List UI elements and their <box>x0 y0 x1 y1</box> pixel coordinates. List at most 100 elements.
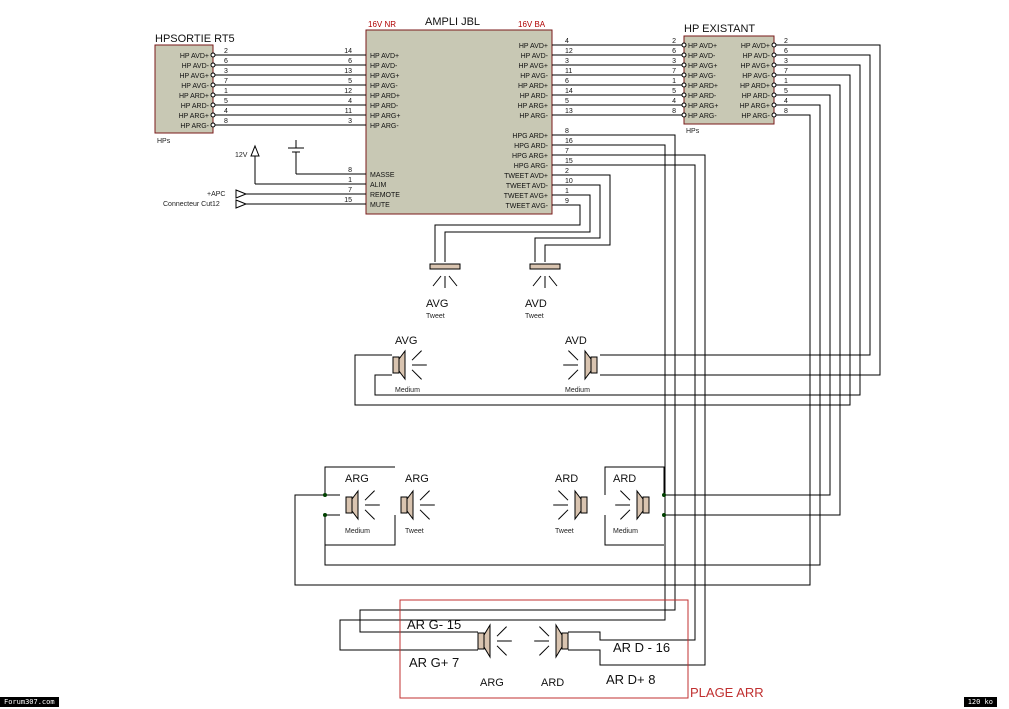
ampli-ba-label: 16V BA <box>518 20 546 29</box>
existant-left-pin-label: HP ARD+ <box>688 83 718 90</box>
existant-right-pin-dot <box>771 72 777 78</box>
existant-left-pin-label: HP ARD- <box>688 93 717 100</box>
existant-right-pin-num: 7 <box>784 68 788 75</box>
rt5-pin-label: HP AVG- <box>181 83 209 90</box>
existant-right-pin-label: HP AVD- <box>743 53 771 60</box>
speaker-tw_ard-kind: Tweet <box>555 528 574 535</box>
junction-dot <box>662 493 666 497</box>
ampli-right2-pin-num: 15 <box>565 158 573 165</box>
rt5-pin-dot <box>210 62 216 68</box>
existant-right-pin-num: 8 <box>784 108 788 115</box>
ampli-right2-pin-label: HPG ARG- <box>514 163 549 170</box>
plage-ard-name: ARD <box>541 677 564 689</box>
ampli-left-pin-num: 13 <box>344 68 352 75</box>
existant-right-pin-label: HP ARD- <box>742 93 771 100</box>
ampli-right-pin-num: 14 <box>565 88 573 95</box>
speaker-med_arg-name: ARG <box>345 473 369 485</box>
ampli-right2-pin-label: HPG ARG+ <box>512 153 548 160</box>
ampli-left-pin-num: 11 <box>345 108 352 115</box>
ampli-right2-pin-label: HPG ARD+ <box>512 133 548 140</box>
existant-right-pin-dot <box>771 82 777 88</box>
ampli-right-pin-label: HP ARG- <box>519 113 548 120</box>
existant-left-pin-dot <box>681 52 687 58</box>
ampli-right-pin-label: HP ARG+ <box>518 103 548 110</box>
rt5-pin-num: 1 <box>224 88 228 95</box>
rt5-pin-label: HP ARD- <box>181 103 210 110</box>
existant-right-pin-dot <box>771 112 777 118</box>
rt5-pin-dot <box>210 72 216 78</box>
ampli-title: AMPLI JBL <box>425 16 480 28</box>
rt5-pin-dot <box>210 82 216 88</box>
existant-title: HP EXISTANT <box>684 23 755 35</box>
existant-left-pin-num: 6 <box>672 48 676 55</box>
power-12v-label: 12V <box>235 152 248 159</box>
existant-left-pin-num: 2 <box>672 38 676 45</box>
rt5-pin-label: HP AVD+ <box>180 53 209 60</box>
rt5-title: HPSORTIE RT5 <box>155 33 235 45</box>
footer-size: 120 ko <box>963 697 997 707</box>
ampli-right2-pin-num: 7 <box>565 148 569 155</box>
speaker-tw_arg-name: ARG <box>405 473 429 485</box>
rt5-pin-num: 3 <box>224 68 228 75</box>
rt5-pin-label: HP ARD+ <box>179 93 209 100</box>
existant-right-pin-num: 1 <box>784 78 788 85</box>
plage-ard-minus: AR D - 16 <box>613 640 670 655</box>
rt5-pin-dot <box>210 52 216 58</box>
ampli-right2-pin-label: TWEET AVG+ <box>504 193 548 200</box>
rt5-pin-label: HP AVD- <box>182 63 210 70</box>
existant-left-pin-num: 3 <box>672 58 676 65</box>
junction-dot <box>323 493 327 497</box>
ampli-left-pin-num: 6 <box>348 58 352 65</box>
ground-symbol <box>288 140 366 175</box>
ampli-left-pin-label: HP ARD+ <box>370 93 400 100</box>
rt5-pin-num: 2 <box>224 48 228 55</box>
junction-dot <box>323 513 327 517</box>
ampli-right-pin-num: 11 <box>565 68 572 75</box>
connector-label: Connecteur Cut12 <box>163 201 220 208</box>
speakers: AVGTweetAVDTweetAVGMediumAVDMediumARGMed… <box>323 263 666 659</box>
existant-right-pin-dot <box>771 102 777 108</box>
ampli-right-pin-label: HP AVD- <box>521 53 549 60</box>
existant-left-pin-dot <box>681 82 687 88</box>
existant-left-pin-num: 1 <box>672 78 676 85</box>
existant-left-pin-dot <box>681 62 687 68</box>
plage-arg-minus: AR G- 15 <box>407 617 461 632</box>
existant-right-pin-num: 5 <box>784 88 788 95</box>
existant-left-pin-num: 7 <box>672 68 676 75</box>
ampli-left-pin-label: HP AVD- <box>370 63 398 70</box>
speaker-med_arg-kind: Medium <box>345 528 370 535</box>
ampli-left-pin-num: 12 <box>344 88 352 95</box>
existant-right-pin-num: 4 <box>784 98 788 105</box>
existant-left-pin-label: HP AVG+ <box>688 63 718 70</box>
speaker-tweet_avd-kind: Tweet <box>525 313 544 320</box>
wires <box>215 44 881 666</box>
ampli-ctrl-pin-label: REMOTE <box>370 192 400 199</box>
apc-connector: +APC Connecteur Cut12 <box>163 189 366 209</box>
rt5-connector <box>154 44 214 134</box>
ampli-ctrl-pin-label: ALIM <box>370 182 387 189</box>
speaker-med_avd-kind: Medium <box>565 387 590 394</box>
rt5-sub: HPs <box>157 138 171 145</box>
ampli-left-pin-num: 3 <box>348 118 352 125</box>
existant-right-pin-num: 6 <box>784 48 788 55</box>
existant-right-pin-label: HP ARD+ <box>740 83 770 90</box>
power-12v: 12V <box>235 144 366 185</box>
ampli-right-pin-num: 13 <box>565 108 573 115</box>
existant-right-pin-dot <box>771 52 777 58</box>
ampli-right2-pin-num: 1 <box>565 188 569 195</box>
existant-connector <box>683 35 775 125</box>
ampli-left-pin-num: 4 <box>348 98 352 105</box>
rt5-pin-dot <box>210 92 216 98</box>
existant-left-pin-dot <box>681 72 687 78</box>
existant-left-pin-label: HP ARG+ <box>688 103 718 110</box>
speaker-med_ard-kind: Medium <box>613 528 638 535</box>
ampli-right-pin-label: HP ARD- <box>520 93 549 100</box>
junction-dot <box>662 513 666 517</box>
